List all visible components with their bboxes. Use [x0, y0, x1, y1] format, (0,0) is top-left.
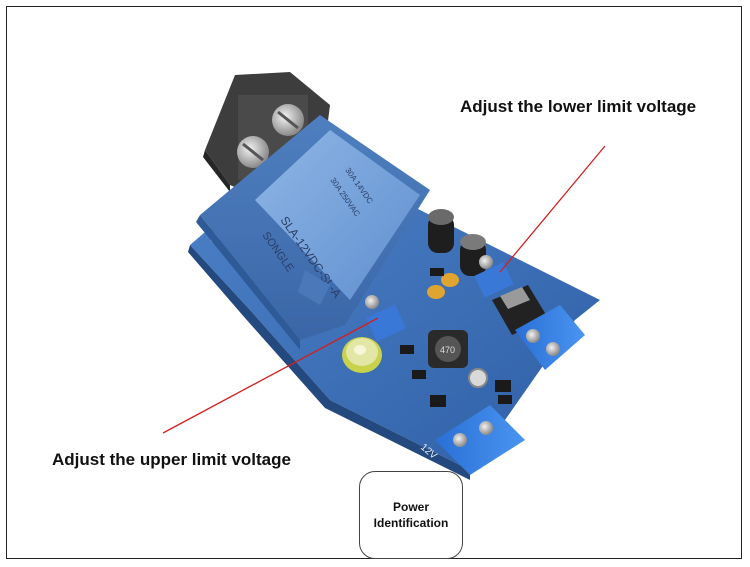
capacitor-black-1	[428, 209, 454, 253]
power-identification-callout: Power Identification	[359, 471, 463, 559]
lower-limit-label: Adjust the lower limit voltage	[460, 97, 697, 116]
power-identification-line2: Identification	[373, 516, 449, 530]
lower-limit-pointer	[499, 145, 606, 273]
inductor: 470	[428, 330, 468, 368]
capacitor-black-2	[460, 234, 486, 276]
svg-text:470: 470	[440, 345, 455, 355]
blue-terminal-right	[515, 305, 585, 370]
tantalum-caps	[427, 273, 459, 299]
potentiometer-lower	[474, 255, 514, 298]
capacitor-left	[342, 337, 382, 373]
relay: SONGLE SLA-12VDC-SL-A 30A 250VAC 30A 14V…	[196, 115, 430, 350]
power-identification-line1: Power	[392, 500, 429, 514]
potentiometer-upper	[365, 295, 406, 342]
smd-components	[400, 268, 512, 407]
upper-limit-label: Adjust the upper limit voltage	[52, 450, 291, 469]
upper-limit-pointer	[162, 317, 379, 434]
